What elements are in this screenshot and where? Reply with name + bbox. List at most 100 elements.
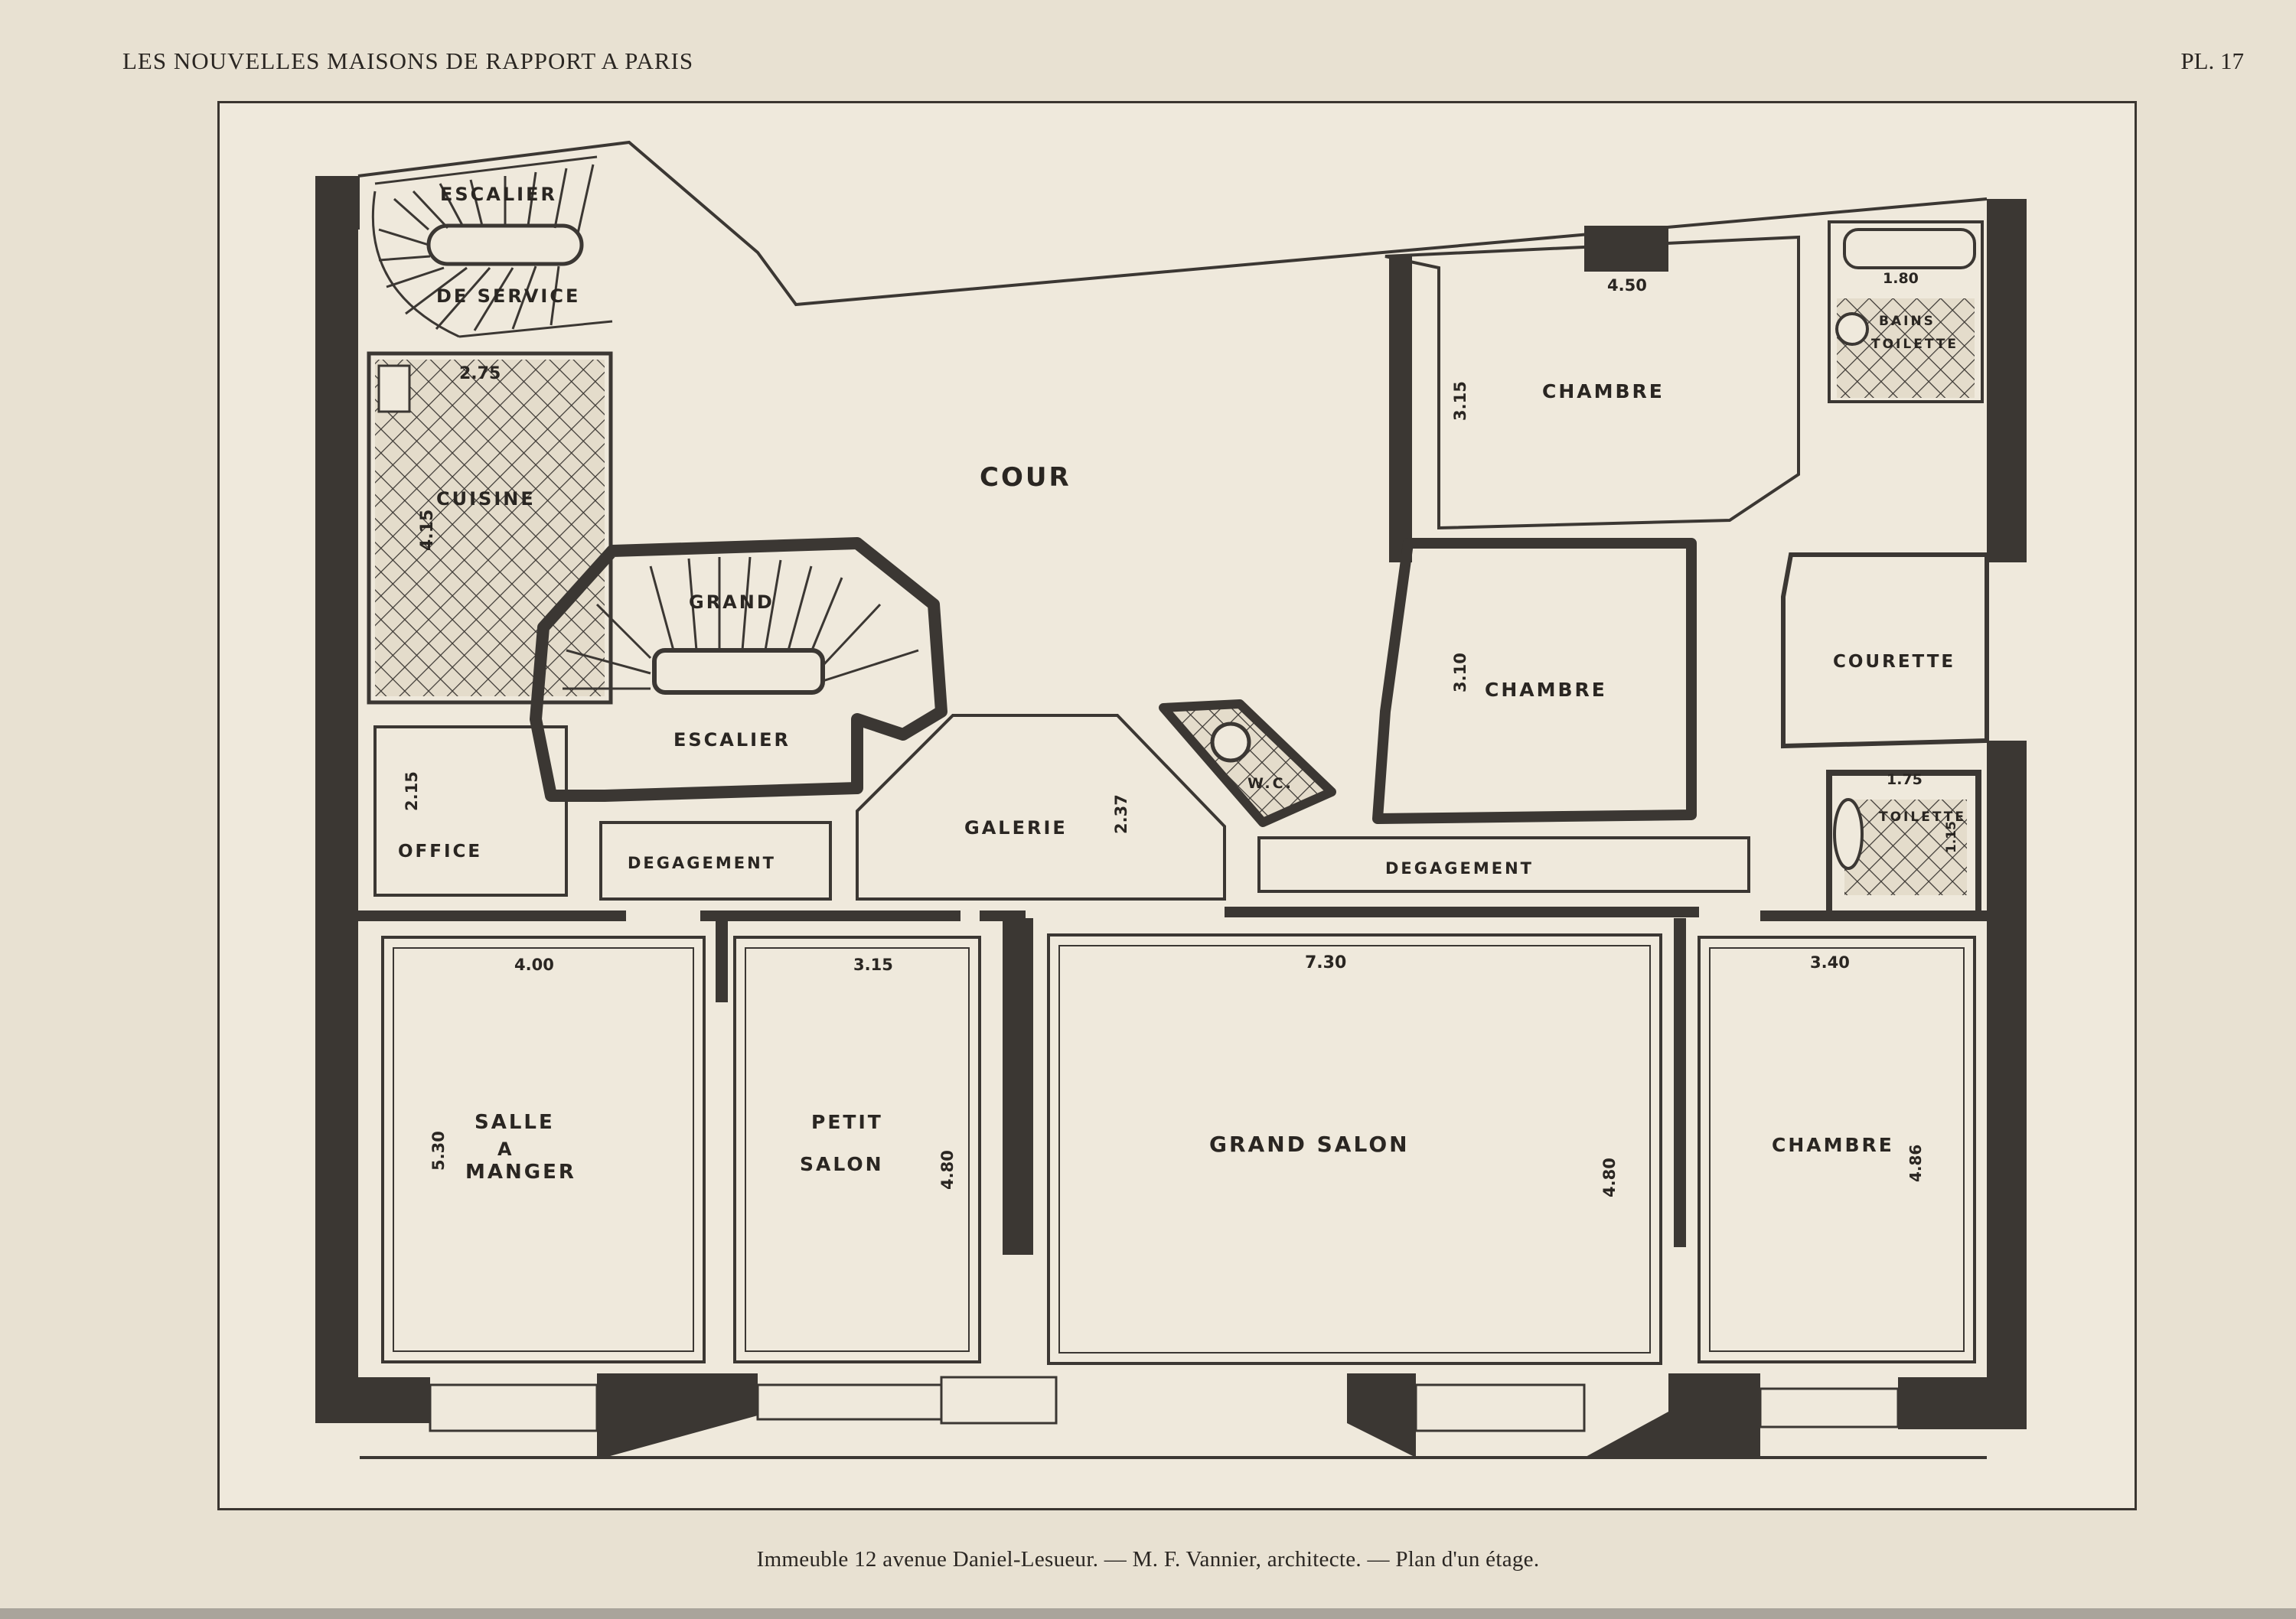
- wall-bottom-4: [1584, 1373, 1760, 1458]
- dim-salle-w: 4.00: [514, 956, 554, 974]
- main-row-walls: [358, 907, 1987, 1255]
- bay-3: [940, 1376, 1058, 1425]
- roofline-courtyard: [357, 140, 1988, 307]
- chambre-top-outline: [1384, 235, 1800, 530]
- label-degagement-right: DEGAGEMENT: [1385, 859, 1534, 878]
- wall-row-5: [1760, 910, 1987, 921]
- dim-cuisine-h: 4.15: [418, 510, 437, 551]
- dim-galerie-h: 2.37: [1112, 794, 1130, 834]
- dim-chambre-top-h: 3.15: [1451, 381, 1469, 421]
- petit-salon: PETIT SALON 3.15 4.80: [733, 936, 981, 1363]
- wc-fixture: [1210, 722, 1251, 763]
- wall-partition-3: [1674, 918, 1686, 1247]
- chambre-middle-walls: [1372, 538, 1697, 824]
- wall-right-upper: [1987, 199, 2027, 562]
- stair-edge-bottom: [458, 320, 613, 338]
- wall-right-lower: [1987, 741, 2027, 1429]
- stair-well: [426, 223, 584, 266]
- wall-partition-2: [1003, 918, 1033, 1255]
- label-bains-1: BAINS: [1879, 314, 1936, 329]
- salle-inner: [393, 947, 694, 1352]
- toilette-tub: [1833, 798, 1864, 870]
- dim-chambre-top-w: 4.50: [1607, 276, 1647, 295]
- label-salle-2: A: [497, 1139, 514, 1160]
- wall-row-4: [1225, 907, 1699, 917]
- grand-salon-inner: [1058, 945, 1651, 1354]
- stair-treads-bottom: [378, 228, 560, 331]
- stair-edge-curve: [371, 191, 460, 338]
- bay-2: [756, 1383, 943, 1421]
- wall-row-2: [700, 910, 960, 921]
- plate-caption: Immeuble 12 avenue Daniel-Lesueur. — M. …: [756, 1547, 1540, 1572]
- label-petit-salon-1: PETIT: [811, 1111, 883, 1133]
- label-bains-2: TOILETTE: [1871, 337, 1958, 352]
- label-petit-salon-2: SALON: [800, 1153, 884, 1175]
- label-escalier-service-1: ESCALIER: [440, 184, 557, 205]
- grand-stair: GRAND ESCALIER: [530, 537, 947, 802]
- degagements: DEGAGEMENT DEGAGEMENT: [599, 821, 1750, 901]
- office: OFFICE 2.15: [373, 725, 568, 897]
- grand-stair-treads: [563, 556, 919, 690]
- label-escalier-service-2: DE SERVICE: [436, 285, 580, 307]
- chambre-bottom: CHAMBRE 3.40 4.86: [1698, 936, 1976, 1363]
- bottom-band: [0, 1608, 2296, 1619]
- outer-walls: [315, 176, 2027, 1458]
- window-bays: [429, 1376, 1900, 1432]
- bay-1: [429, 1383, 598, 1432]
- dim-toilette-w: 1.75: [1887, 771, 1923, 788]
- dim-grand-salon-h: 4.80: [1600, 1158, 1619, 1197]
- service-stair: ESCALIER DE SERVICE: [371, 155, 613, 338]
- plate-number: PL. 17: [2180, 47, 2244, 74]
- dim-office-h: 2.15: [403, 771, 421, 811]
- stair-edge: [374, 155, 598, 185]
- chambre-top-fireplace: [1584, 226, 1668, 272]
- label-cour: COUR: [980, 462, 1071, 493]
- chambre-top: CHAMBRE 4.50 3.15: [1384, 226, 1800, 562]
- kitchen: CUISINE 2.75 4.15: [367, 351, 613, 705]
- label-chambre-middle: CHAMBRE: [1485, 679, 1607, 701]
- petit-salon-outline: [733, 936, 981, 1363]
- wall-bottom-5: [1898, 1377, 2027, 1429]
- label-galerie: GALERIE: [964, 817, 1068, 839]
- bains-basin: [1835, 312, 1869, 346]
- wall-stair-corner: [315, 176, 360, 230]
- salle-outline: [381, 936, 706, 1363]
- dim-chambre-middle-h: 3.10: [1451, 653, 1469, 692]
- dim-petit-salon-w: 3.15: [853, 956, 893, 974]
- chambre-top-wall: [1389, 256, 1412, 562]
- dim-toilette-h: 1.15: [1944, 821, 1959, 853]
- label-office: OFFICE: [398, 842, 482, 862]
- dim-salle-h: 5.30: [429, 1131, 448, 1171]
- publication-title: LES NOUVELLES MAISONS DE RAPPORT A PARIS: [122, 47, 694, 74]
- dim-grand-salon-w: 7.30: [1305, 953, 1346, 972]
- bains: 1.80 BAINS TOILETTE: [1828, 220, 1984, 403]
- bathtub: [1843, 228, 1976, 269]
- dim-chambre-bottom-w: 3.40: [1810, 953, 1850, 972]
- grand-stair-walls: [530, 537, 947, 802]
- wc-room: [1159, 699, 1336, 827]
- page-header: LES NOUVELLES MAISONS DE RAPPORT A PARIS…: [122, 47, 2244, 86]
- label-grand-escalier-1: GRAND: [689, 591, 775, 613]
- galerie-outline: [856, 714, 1226, 901]
- office-outline: [373, 725, 568, 897]
- label-grand-escalier-2: ESCALIER: [673, 729, 791, 751]
- label-wc: W.C.: [1247, 775, 1293, 792]
- toilette-floor: [1844, 800, 1967, 895]
- stair-treads-top: [393, 164, 595, 234]
- wall-partition-1: [716, 918, 728, 1002]
- grand-stair-well: [652, 648, 825, 695]
- galerie: GALERIE 2.37: [856, 714, 1226, 901]
- wall-left: [315, 176, 358, 1423]
- chambre-bottom-outline: [1698, 936, 1976, 1363]
- petit-salon-inner: [745, 947, 970, 1352]
- salle-a-manger: SALLE A MANGER 4.00 5.30: [381, 936, 706, 1363]
- bay-5: [1759, 1387, 1900, 1428]
- courette-outline: [1781, 552, 1989, 749]
- label-degagement-left: DEGAGEMENT: [628, 854, 776, 872]
- bay-4: [1414, 1383, 1586, 1432]
- bains-outline: [1828, 220, 1984, 403]
- dim-cuisine-w: 2.75: [459, 364, 501, 383]
- label-salle-1: SALLE: [475, 1111, 555, 1134]
- thin-outlines: [357, 140, 1988, 1459]
